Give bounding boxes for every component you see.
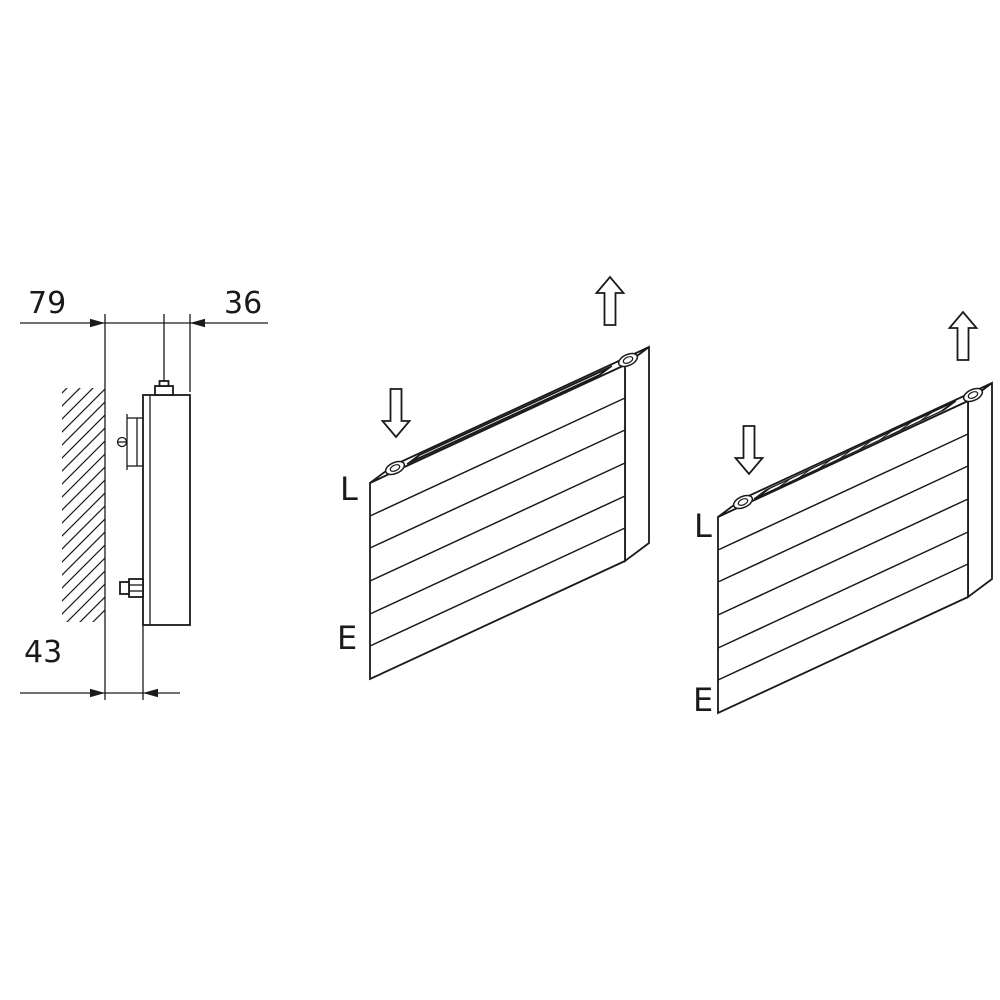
pipe-cap <box>154 385 174 396</box>
dimension-arrow-right <box>90 688 105 698</box>
pipe-connection-boss-right <box>962 387 984 403</box>
label-supply-l: L <box>340 470 358 508</box>
dimension-bottom: 43 <box>20 625 180 700</box>
boss-hole <box>622 356 634 364</box>
slat-line <box>369 429 626 549</box>
valve-nut <box>119 581 130 595</box>
slat-line <box>369 527 626 647</box>
slat-line <box>369 495 626 615</box>
dimension-label-43: 43 <box>24 635 62 670</box>
radiator-end-face <box>624 345 650 563</box>
side-view: 79 36 43 <box>20 286 268 700</box>
label-return-e: E <box>693 681 713 719</box>
boss-hole <box>967 391 979 399</box>
label-return-e: E <box>337 619 357 657</box>
radiator-open-top: L E <box>337 275 650 681</box>
valve-body <box>128 578 144 598</box>
radiator-grille-top: L E <box>693 310 993 719</box>
dimension-top: 79 36 <box>20 286 268 392</box>
front-slat-lines <box>369 397 626 647</box>
dimension-arrow-right <box>90 318 105 328</box>
flow-arrow-down-icon <box>733 425 765 476</box>
pipe-nub <box>158 380 170 387</box>
flow-arrow-up-icon <box>947 310 979 361</box>
flow-arrow-up-icon <box>594 275 626 326</box>
boss-hole <box>389 464 401 472</box>
dimension-arrow-left <box>143 688 158 698</box>
wall-hatching <box>62 388 105 622</box>
radiator-end-face <box>967 381 993 599</box>
top-grille <box>753 400 957 500</box>
pipe-connection-boss-right <box>617 352 639 368</box>
pipe-connection-boss-left <box>384 460 406 476</box>
flow-arrow-down-icon <box>380 388 412 439</box>
dimension-label-79: 79 <box>28 286 66 321</box>
slat-line <box>717 433 969 551</box>
valve-detail <box>119 578 144 598</box>
front-slat-lines <box>717 433 969 681</box>
slat-line <box>717 531 969 649</box>
slat-line <box>717 498 969 616</box>
slat-line <box>717 563 969 681</box>
radiator-body-profile <box>142 394 191 626</box>
slat-line <box>369 462 626 582</box>
top-opening-inner-rim <box>411 368 608 462</box>
dimension-arrow-left <box>190 318 205 328</box>
slat-line <box>369 397 626 517</box>
mounting-bracket <box>116 414 143 470</box>
dimension-label-36: 36 <box>224 286 262 321</box>
boss-hole <box>737 498 749 506</box>
slat-line <box>717 465 969 583</box>
radiator-side-profile <box>142 380 191 626</box>
label-supply-l: L <box>694 507 712 545</box>
pipe-connection-boss-left <box>732 494 754 510</box>
